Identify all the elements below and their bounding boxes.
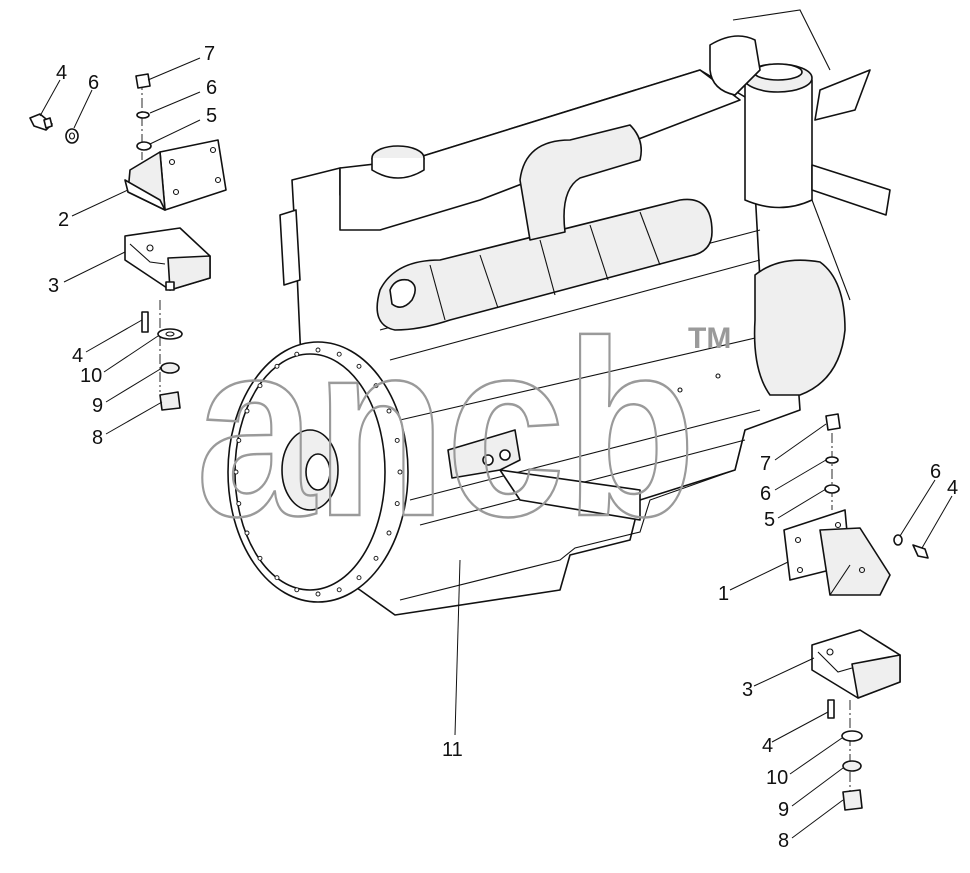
washer-6-left	[136, 111, 150, 119]
washer-5-right	[824, 484, 840, 494]
flywheel-bolt-hole	[336, 351, 342, 357]
callout-left-washer-5: 5	[206, 105, 217, 127]
left-mount-stack	[29, 73, 227, 411]
watermark-trademark: TM	[688, 322, 731, 355]
callout-left-nut-7: 7	[204, 43, 215, 65]
callout-left-bolt-4: 4	[72, 345, 83, 367]
callout-left-mount-3: 3	[48, 275, 59, 297]
fan-blade	[811, 164, 891, 216]
water-pump-pulley	[753, 259, 846, 396]
washer-6-right	[825, 456, 839, 464]
flywheel-bolt-hole	[233, 469, 239, 475]
flywheel-bolt-hole	[257, 383, 263, 389]
washer-5-left	[136, 141, 152, 151]
flywheel-bolt-holes	[233, 347, 403, 597]
flywheel-bolt-hole	[244, 530, 250, 536]
bolt-4-right	[827, 699, 835, 719]
callout-left-bolt: 4	[56, 62, 67, 84]
intake-manifold	[376, 198, 713, 331]
bolt-4-left	[141, 311, 149, 333]
callout-left-washer-6a: 6	[88, 72, 99, 94]
callout-left-washer-10: 10	[80, 365, 102, 387]
leader-lines	[39, 57, 953, 839]
washer-10-left	[157, 328, 183, 340]
rubber-mount-3-left	[124, 227, 211, 291]
engine-assembly	[227, 9, 891, 616]
flywheel-bolt-hole	[294, 587, 300, 593]
washer-6-far-right	[893, 534, 903, 546]
nut-8-left	[159, 391, 181, 411]
callout-left-nut-8: 8	[92, 427, 103, 449]
flywheel-bolt-hole	[394, 501, 400, 507]
callout-left-washer-6b: 6	[206, 77, 217, 99]
flywheel-bolt-hole	[294, 351, 300, 357]
bracket-2-left	[124, 139, 227, 211]
callout-right-bolt-4a: 4	[947, 477, 958, 499]
flywheel-bolt-hole	[274, 575, 280, 581]
nut-8-right	[842, 789, 863, 811]
flywheel-bolt-hole	[336, 587, 342, 593]
callout-engine-11: 11	[442, 739, 463, 761]
callout-labels: 4 6 7 6 5 2 3 4 10 9 8 7 6 5 6 4 1 3 4 1…	[48, 43, 958, 852]
watermark-text: ancb	[196, 289, 696, 568]
flywheel-bolt-hole	[394, 437, 400, 443]
oil-pan-outline	[399, 429, 746, 601]
flywheel-bolt-hole	[386, 408, 392, 414]
flywheel-bolt-hole	[373, 383, 379, 389]
breather-pipe	[519, 124, 643, 241]
rubber-mount-3-right	[811, 629, 901, 699]
nut-7-left	[135, 73, 151, 89]
bracket-1-right	[783, 509, 891, 596]
flywheel-bolt-hole	[315, 347, 321, 353]
washer-9-left	[160, 362, 180, 374]
callout-left-washer-9: 9	[92, 395, 103, 417]
watermark: ancb TM	[195, 288, 732, 570]
air-inlet-pipe	[709, 9, 831, 209]
flywheel-bolt-hole	[356, 575, 362, 581]
callout-right-mount-3: 3	[742, 679, 753, 701]
flywheel-bolt-hole	[386, 530, 392, 536]
callout-right-bracket-1: 1	[718, 583, 729, 605]
callout-right-washer-6a: 6	[760, 483, 771, 505]
flywheel-bolt-hole	[315, 591, 321, 597]
flywheel-bolt-hole	[257, 555, 263, 561]
flywheel-bolt-hole	[397, 469, 403, 475]
bolt-4-top-left	[29, 113, 53, 131]
right-mount-stack	[783, 413, 929, 811]
flywheel-bolt-hole	[373, 555, 379, 561]
flywheel-bolt-hole	[244, 408, 250, 414]
flywheel-bolt-hole	[356, 363, 362, 369]
callout-right-washer-6b: 6	[930, 461, 941, 483]
nut-7-right	[825, 413, 841, 431]
washer-6-top-left	[65, 128, 79, 144]
bolt-4-far-right	[912, 544, 929, 559]
callout-right-washer-10: 10	[766, 767, 788, 789]
flywheel-bolt-hole	[236, 501, 242, 507]
callout-right-bolt-4b: 4	[762, 735, 773, 757]
washer-10-right	[841, 730, 863, 742]
timing-cover	[279, 209, 301, 286]
block-mount-boss	[447, 429, 521, 479]
callout-left-bracket-2: 2	[58, 209, 69, 231]
callout-right-nut-8: 8	[778, 830, 789, 852]
washer-9-right	[842, 760, 862, 772]
flywheel-bolt-hole	[236, 437, 242, 443]
flywheel-bolt-hole	[274, 363, 280, 369]
callout-right-washer-5: 5	[764, 509, 775, 531]
callout-right-nut-7: 7	[760, 453, 771, 475]
oil-filler-cap	[371, 145, 425, 179]
flywheel-housing	[227, 341, 409, 603]
callout-right-washer-9: 9	[778, 799, 789, 821]
